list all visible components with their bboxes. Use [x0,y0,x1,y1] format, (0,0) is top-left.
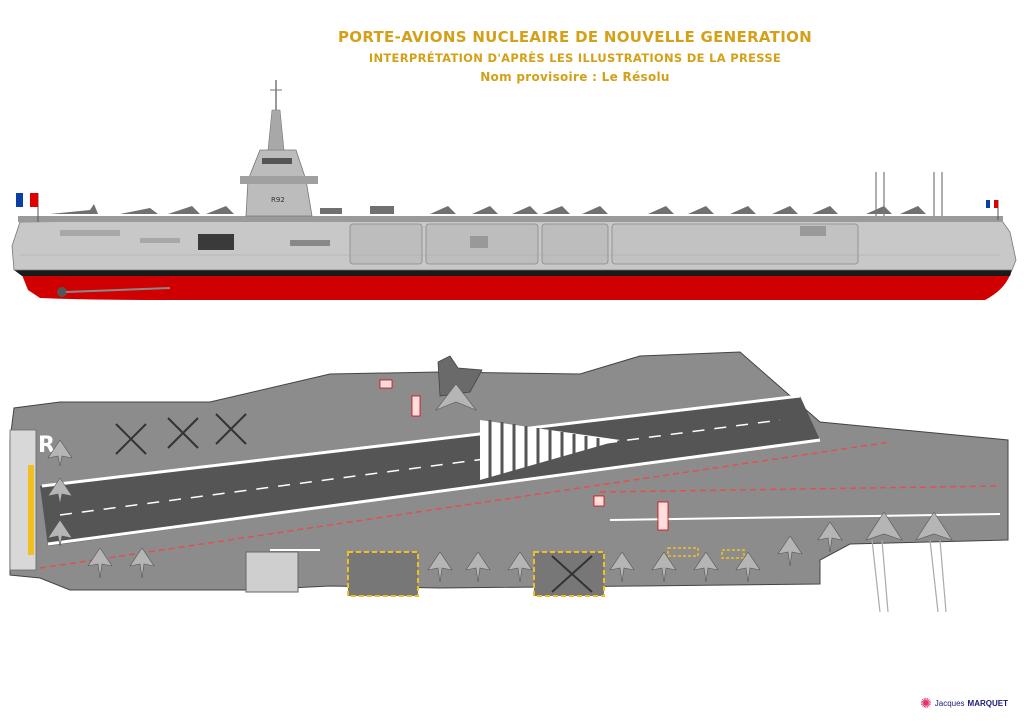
yellow-marking [28,465,34,555]
deck-helicopters [115,413,593,593]
safety-line [39,441,891,569]
deck-aircraft-top [47,383,953,583]
credit-last-name: MARQUET [967,699,1008,708]
title-block: PORTE-AVIONS NUCLEAIRE DE NOUVELLE GENER… [0,28,1024,84]
author-credit: ✺ Jacques MARQUET [920,695,1008,712]
hull-detail [800,226,826,236]
runway-border [47,438,821,546]
credit-first-name: Jacques [934,699,965,708]
hull-detail [290,240,330,246]
hull-detail [140,238,180,243]
hull-number: R92 [271,196,285,204]
mast [267,109,285,151]
deck-aircraft-side [50,204,926,214]
star-logo-icon: ✺ [920,695,932,711]
french-flag-stern [986,200,999,220]
elevator [347,551,419,597]
deck-letter: R [38,433,55,458]
hull-boot-topping [14,270,1012,276]
angled-runway [40,396,820,546]
safety-line [599,485,1001,493]
top-view: R [9,351,1009,613]
french-flag-bow [16,193,39,222]
runway-border [41,394,801,488]
side-profile: R92 [11,80,1017,300]
striped-marker [411,395,421,417]
landing-hatch [480,420,620,480]
flight-deck-edge [18,216,1003,222]
hull-panel [349,223,423,265]
striped-marker [593,495,605,507]
deck-marker [667,547,699,557]
striped-marker [657,501,669,531]
propeller [57,287,67,297]
hull-panel [611,223,859,265]
elevator [533,551,605,597]
hull-red-underwater [22,275,1010,300]
elevator [245,551,299,593]
island-deck [240,176,318,184]
island-top [437,355,483,397]
propeller-shaft [65,287,171,293]
stern-antennas [875,172,943,216]
striped-marker [379,379,393,389]
hull-detail [60,230,120,236]
provisional-name: Nom provisoire : Le Résolu [480,70,670,84]
hull-detail [470,236,488,248]
page-subtitle: INTERPRÉTATION D'APRÈS LES ILLUSTRATIONS… [368,51,782,65]
island-window [262,158,292,164]
hull-panel [541,223,609,265]
deck-marker [721,549,745,559]
page-title: PORTE-AVIONS NUCLEAIRE DE NOUVELLE GENER… [337,28,812,46]
runway-centerline [59,419,781,516]
arrester-wires [871,539,947,613]
hangar-opening [198,234,234,250]
